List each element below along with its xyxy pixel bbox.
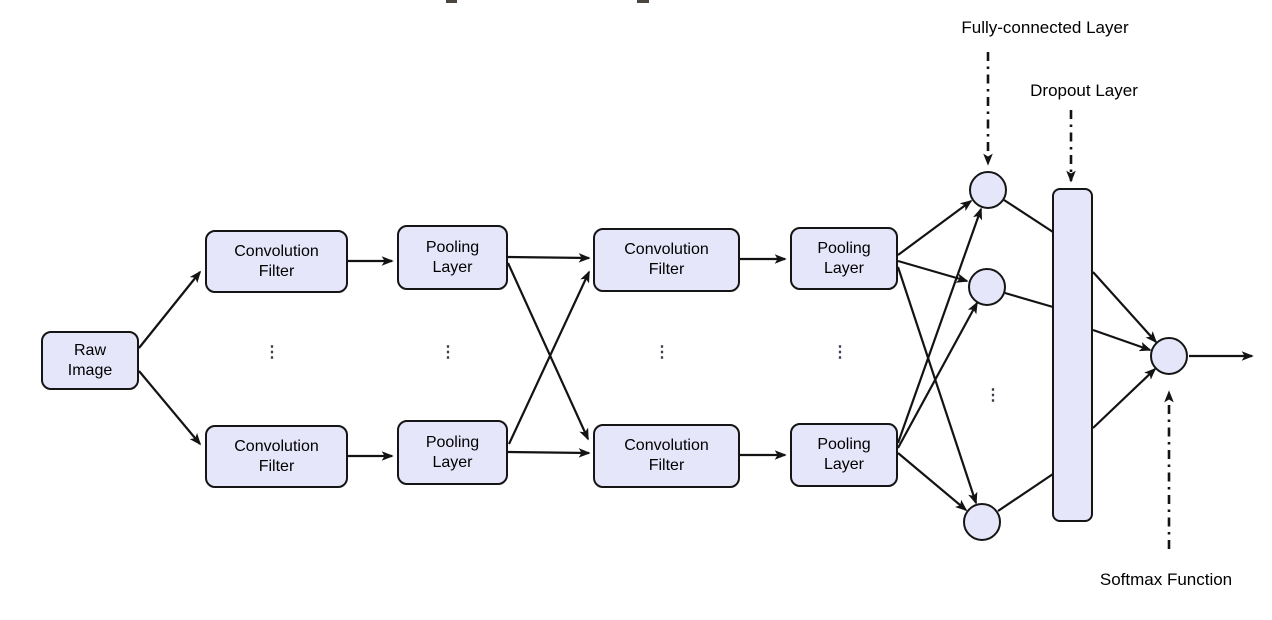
dropout-layer-bar bbox=[1052, 188, 1093, 522]
edge-fc1-to-dropout bbox=[1003, 199, 1054, 233]
node-pooling-2-top: Pooling Layer bbox=[790, 227, 898, 290]
edge-fc2-to-dropout bbox=[1004, 291, 1054, 309]
ellipsis-pool2: ⋮ bbox=[832, 344, 848, 361]
label-dropout-layer: Dropout Layer bbox=[1030, 81, 1138, 100]
ellipsis-pool1: ⋮ bbox=[440, 344, 456, 361]
fc-neuron-1 bbox=[969, 171, 1007, 209]
node-pooling-1-top: Pooling Layer bbox=[397, 225, 508, 290]
edge-pool2-bottom-to-fc3 bbox=[897, 452, 968, 512]
edge-raw-to-conv1-top bbox=[138, 270, 202, 349]
node-pooling-1-bottom: Pooling Layer bbox=[397, 420, 508, 485]
edge-fc3-to-dropout bbox=[997, 473, 1054, 512]
ellipsis-conv1: ⋮ bbox=[264, 344, 280, 361]
ellipsis-conv2: ⋮ bbox=[654, 344, 670, 361]
label-fully-connected-layer: Fully-connected Layer bbox=[961, 18, 1129, 37]
cropped-caption-fragment-right bbox=[637, 0, 649, 3]
softmax-neuron bbox=[1150, 337, 1188, 375]
edge-dropout-to-softmax-3 bbox=[1092, 367, 1157, 429]
edge-pool1-top-to-conv2-top bbox=[507, 253, 591, 263]
ellipsis-fc: ⋮ bbox=[985, 387, 1001, 404]
fc-neuron-2 bbox=[968, 268, 1006, 306]
node-conv-filter-2-top: Convolution Filter bbox=[593, 228, 740, 292]
node-conv-filter-1-top: Convolution Filter bbox=[205, 230, 348, 293]
label-softmax-function: Softmax Function bbox=[1099, 570, 1233, 589]
edge-pool2-bottom-to-fc2 bbox=[897, 301, 978, 449]
node-conv-filter-2-bottom: Convolution Filter bbox=[593, 424, 740, 488]
edge-pool2-top-to-fc1 bbox=[897, 200, 973, 256]
fc-neuron-3 bbox=[963, 503, 1001, 541]
edge-pool1-bottom-to-conv2-top bbox=[508, 270, 590, 445]
edge-pool1-bottom-to-conv2-bottom bbox=[507, 448, 591, 458]
edge-pool1-top-to-conv2-bottom bbox=[506, 262, 590, 441]
node-conv-filter-1-bottom: Convolution Filter bbox=[205, 425, 348, 488]
node-raw-image: Raw Image bbox=[41, 331, 139, 390]
edge-pool2-top-to-fc3 bbox=[896, 266, 978, 505]
edge-pool2-bottom-to-fc1 bbox=[896, 207, 983, 444]
edge-dropout-to-softmax-1 bbox=[1092, 271, 1158, 344]
edge-raw-to-conv1-bottom bbox=[138, 370, 202, 446]
edge-dropout-to-softmax-2 bbox=[1092, 328, 1152, 352]
node-pooling-2-bottom: Pooling Layer bbox=[790, 423, 898, 487]
cropped-caption-fragment-left bbox=[446, 0, 457, 3]
